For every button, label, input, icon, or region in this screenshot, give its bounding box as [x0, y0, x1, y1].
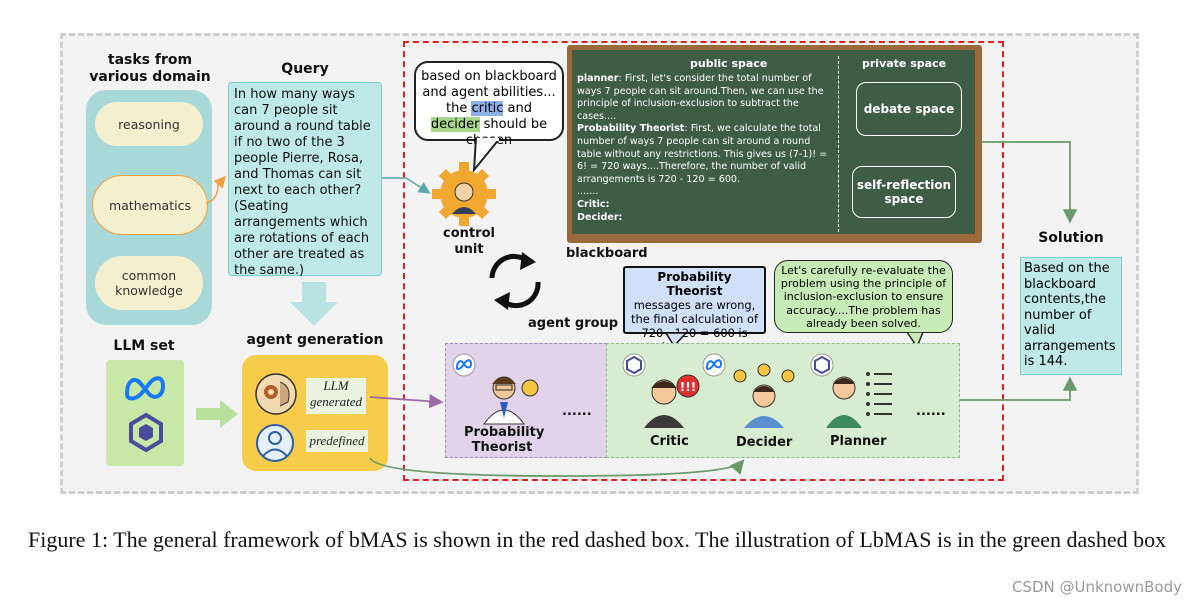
planner-avatar	[826, 372, 892, 428]
probability-theorist-avatar	[483, 376, 539, 425]
meta-logo-icon	[124, 376, 166, 401]
pt-speech-bubble: Probability Theorist messages are wrong,…	[623, 266, 766, 354]
private-space-title: private space	[862, 57, 947, 70]
speech-decider: decider	[430, 117, 480, 132]
model-badge-icon	[622, 353, 646, 377]
model-logo-icon	[129, 412, 163, 452]
watermark: CSDN @UnknownBody	[1011, 578, 1182, 596]
llm-set-title: LLM set	[113, 338, 175, 354]
query-title: Query	[281, 61, 329, 77]
ai-head-icon	[255, 373, 297, 415]
reflection-bubble-tail	[906, 332, 924, 348]
self-reflection-space: self-reflection space	[852, 166, 956, 218]
task-to-query-arrow	[205, 175, 226, 204]
decider-line: Decider:	[577, 211, 623, 223]
pt-message: : First, we calculate the total number o…	[577, 123, 828, 185]
svg-text:!!!: !!!	[680, 380, 696, 394]
right-arrow-icon	[196, 400, 238, 428]
task-reasoning: reasoning	[95, 102, 203, 146]
task-common-knowledge: common knowledge	[95, 256, 203, 310]
control-unit-label: control unit	[443, 226, 495, 257]
speech-text-pre: based on blackboard and agent abilities.…	[421, 69, 557, 116]
board-dots: .......	[577, 186, 599, 198]
speech-critic: critic	[471, 101, 504, 116]
meta-badge-icon	[702, 353, 726, 377]
model-badge-icon	[810, 353, 834, 377]
pt-name: Probability Theorist	[577, 123, 685, 135]
board-to-solution-arrow	[982, 141, 1078, 224]
predefined-agents-zone	[606, 343, 960, 458]
tasks-title: tasks from various domain	[89, 52, 211, 85]
speech-tail	[472, 138, 502, 174]
solution-box: Based on the blackboard contents,the num…	[1020, 257, 1122, 375]
task-mathematics: mathematics	[92, 175, 208, 235]
meta-badge-icon	[452, 353, 476, 377]
green-ellipsis: ......	[916, 404, 946, 419]
generated-to-agents-arrow	[369, 394, 444, 409]
bmas-frame	[403, 41, 1004, 481]
agent-group-label: agent group	[528, 316, 619, 331]
public-space-title: public space	[690, 57, 768, 70]
predefined-to-agents-arrow	[369, 457, 745, 477]
control-unit-gear-icon	[432, 162, 496, 226]
user-avatar-icon	[256, 424, 294, 462]
pt-bubble-title: Probability Theorist	[657, 270, 732, 298]
agent-decider: Decider	[736, 435, 793, 450]
down-arrow-icon	[290, 282, 338, 326]
critic-avatar: !!!	[644, 374, 700, 428]
llm-generated-label: LLM generated	[306, 378, 366, 414]
debate-space: debate space	[856, 82, 962, 136]
figure-caption: Figure 1: The general framework of bMAS …	[28, 527, 1167, 552]
agent-planner: Planner	[830, 434, 887, 449]
query-to-control-arrow	[382, 177, 431, 194]
predefined-label: predefined	[306, 430, 368, 452]
control-speech-bubble: based on blackboard and agent abilities.…	[414, 61, 564, 148]
speech-text-and: and	[503, 101, 533, 116]
reflection-speech-bubble: Let's carefully re-evaluate the problem …	[774, 260, 953, 333]
agent-generation-title: agent generation	[246, 332, 384, 348]
planner-name: planner	[577, 73, 619, 84]
agent-critic: Critic	[650, 434, 689, 449]
critic-line: Critic:	[577, 198, 610, 210]
public-space-content: planner: First, let's consider the total…	[577, 73, 835, 224]
agents-to-solution-arrow	[960, 376, 1078, 401]
decider-avatar	[733, 363, 795, 428]
pt-bubble-tail	[665, 333, 688, 347]
board-divider	[838, 56, 839, 232]
purple-ellipsis: ......	[562, 404, 592, 419]
blackboard	[572, 50, 975, 234]
query-box: In how many ways can 7 people sit around…	[228, 82, 382, 278]
solution-title: Solution	[1038, 230, 1104, 246]
agent-probability-theorist: Probability Theorist	[464, 425, 545, 455]
cycle-arrows-icon	[489, 252, 541, 310]
planner-message: : First, let's consider the total number…	[577, 73, 824, 122]
blackboard-label: blackboard	[566, 246, 648, 261]
